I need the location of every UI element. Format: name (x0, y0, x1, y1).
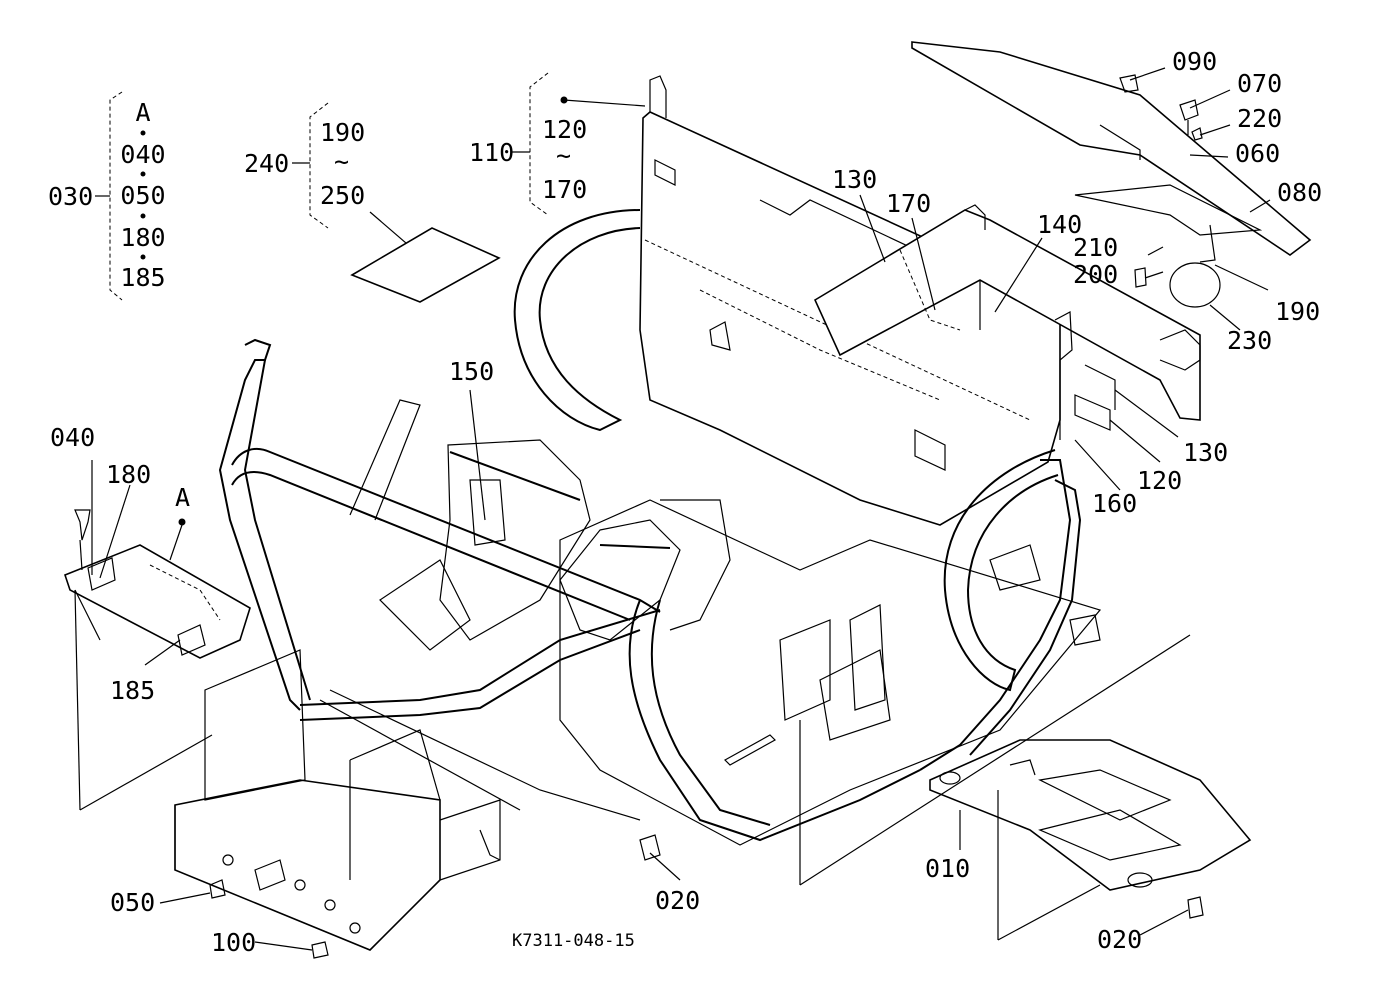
floor-pan (559, 499, 1102, 846)
guide-lines (74, 589, 1191, 886)
callout-190: 190 (1275, 297, 1320, 326)
callout-180: 180 (106, 460, 151, 489)
callout-060: 060 (1235, 139, 1280, 168)
group-item: 180 (120, 223, 165, 252)
callout-110: 110 (469, 138, 514, 167)
leader-lines (91, 67, 1271, 951)
callout-250: 250 (320, 181, 365, 210)
tilde: ~ (334, 147, 349, 176)
callout-140: 140 (1037, 210, 1082, 239)
group-110-bracket: 110 120 ~ 170 (469, 72, 646, 216)
group-030-bracket: A 040 050 180 185 030 (48, 91, 166, 301)
front-bumper (174, 649, 501, 951)
group-item: 040 (120, 140, 165, 169)
callout-050: 050 (110, 888, 155, 917)
callout-030: 030 (48, 182, 93, 211)
group-item: 050 (120, 181, 165, 210)
group-item: 185 (120, 263, 165, 292)
group-ref-label: A (135, 98, 150, 127)
callout-080: 080 (1277, 178, 1322, 207)
seat-mounts (349, 399, 731, 651)
callout-210: 210 (1073, 233, 1118, 262)
callout-160: 160 (1092, 489, 1137, 518)
callout-230: 230 (1227, 326, 1272, 355)
drawing-code: K7311-048-15 (512, 931, 635, 951)
callout-090: 090 (1172, 47, 1217, 76)
ref-A: A (175, 483, 190, 512)
callout-100: 100 (211, 928, 256, 957)
callout-130-right: 130 (1183, 438, 1228, 467)
callout-020-right: 020 (1097, 925, 1142, 954)
callout-120: 120 (1137, 466, 1182, 495)
callout-130-top: 130 (832, 165, 877, 194)
callout-020-mid: 020 (655, 886, 700, 915)
side-cover-panel (64, 509, 251, 811)
callout-120-group: 120 (542, 115, 587, 144)
callout-220: 220 (1237, 104, 1282, 133)
group-240-bracket: 240 190 ~ 250 (244, 102, 501, 303)
callout-170: 170 (886, 189, 931, 218)
top-cross-bars (813, 204, 1201, 440)
seat-cover (911, 41, 1312, 308)
tilde: ~ (556, 141, 571, 170)
fasteners (209, 74, 1204, 959)
callout-010: 010 (925, 854, 970, 883)
roll-bar-right (943, 449, 1059, 692)
callout-190-group: 190 (320, 118, 365, 147)
roll-bar-left (513, 209, 641, 432)
callout-200: 200 (1073, 260, 1118, 289)
callout-040: 040 (50, 423, 95, 452)
callout-170-group: 170 (542, 175, 587, 204)
callout-070: 070 (1237, 69, 1282, 98)
callout-150: 150 (449, 357, 494, 386)
callout-labels: 090 070 220 060 080 210 200 190 230 130 … (50, 47, 1322, 957)
callout-185: 185 (110, 676, 155, 705)
front-tube-frame (218, 338, 1082, 842)
decal-sheet (350, 227, 501, 303)
skid-plate (929, 739, 1252, 941)
callout-240: 240 (244, 149, 289, 178)
